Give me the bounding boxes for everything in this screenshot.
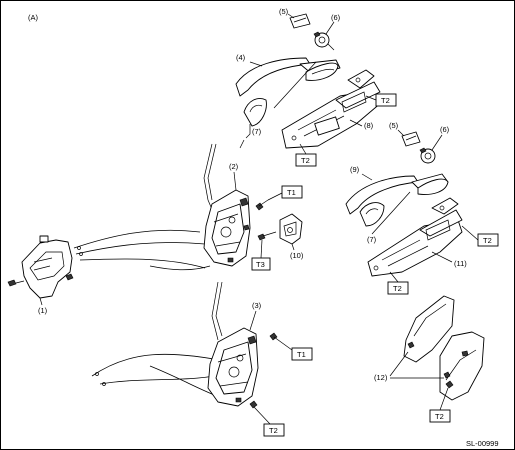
tag-t2-right-frame-label: T2 — [483, 236, 492, 245]
cover-12 — [403, 295, 485, 401]
cap-5-right — [401, 131, 421, 147]
tag-t2-lower-lock-label: T2 — [269, 426, 278, 435]
callout-7-right: (7) — [367, 235, 377, 244]
tag-t1-upper — [281, 185, 303, 199]
handle-seal-7-upper — [239, 98, 267, 149]
inner-handle-1 — [7, 235, 74, 306]
cable-1d — [149, 265, 211, 271]
tag-t1-lower — [291, 347, 313, 361]
screw-t1-lower — [269, 332, 293, 351]
screw-t1-upper — [255, 192, 283, 211]
cable-1a — [73, 229, 201, 249]
cable-1b — [75, 242, 206, 255]
cable-3a — [91, 353, 231, 377]
key-cylinder-6-right — [419, 147, 436, 164]
outer-handle-9 — [345, 173, 449, 215]
callout-9: (9) — [350, 165, 360, 174]
tag-t1-upper-label: T1 — [287, 188, 296, 197]
figure-code: SL-00999 — [466, 439, 499, 448]
tag-t2-upper-frame-b-label: T2 — [301, 156, 310, 165]
cable-1c — [79, 258, 206, 269]
tag-t2-cover — [429, 409, 451, 423]
callout-3: (3) — [252, 301, 262, 310]
callout-1: (1) — [38, 306, 48, 315]
callout-11: (11) — [454, 259, 467, 268]
tag-t2-cover-label: T2 — [435, 412, 444, 421]
key-cylinder-6-upper — [313, 31, 335, 51]
door-lock-assembly-2 — [203, 143, 251, 267]
callout-12: (12) — [374, 373, 388, 382]
callout-5-upper: (5) — [279, 7, 289, 16]
bolt-t2-cover — [439, 380, 454, 411]
bolt-t3 — [257, 231, 277, 241]
outer-handle-4 — [235, 57, 341, 97]
callout-8: (8) — [364, 121, 374, 130]
callout-2: (2) — [229, 162, 239, 171]
striker-10 — [279, 213, 303, 245]
callout-6-upper: (6) — [331, 13, 341, 22]
door-lock-assembly-3 — [207, 281, 259, 407]
callout-10: (10) — [290, 251, 304, 260]
tag-t3-label: T3 — [256, 260, 265, 269]
tag-t1-lower-label: T1 — [297, 350, 306, 359]
tag-t2-lower-lock — [263, 423, 285, 437]
handle-frame-8 — [281, 69, 383, 149]
handle-frame-11 — [367, 197, 463, 277]
callout-7-upper: (7) — [252, 127, 262, 136]
callout-4: (4) — [236, 53, 246, 62]
bolt-t2-lower-lock — [249, 400, 271, 425]
figure-id: (A) — [28, 13, 39, 22]
tag-t2-upper-frame-label: T2 — [381, 96, 390, 105]
leader-seal-upper — [273, 61, 317, 109]
handle-seal-7-right — [359, 202, 385, 227]
callout-6-right: (6) — [440, 125, 450, 134]
tag-t2-right-frame-b-label: T2 — [393, 284, 402, 293]
cap-5-upper — [289, 13, 311, 29]
callout-5-right: (5) — [389, 121, 399, 130]
